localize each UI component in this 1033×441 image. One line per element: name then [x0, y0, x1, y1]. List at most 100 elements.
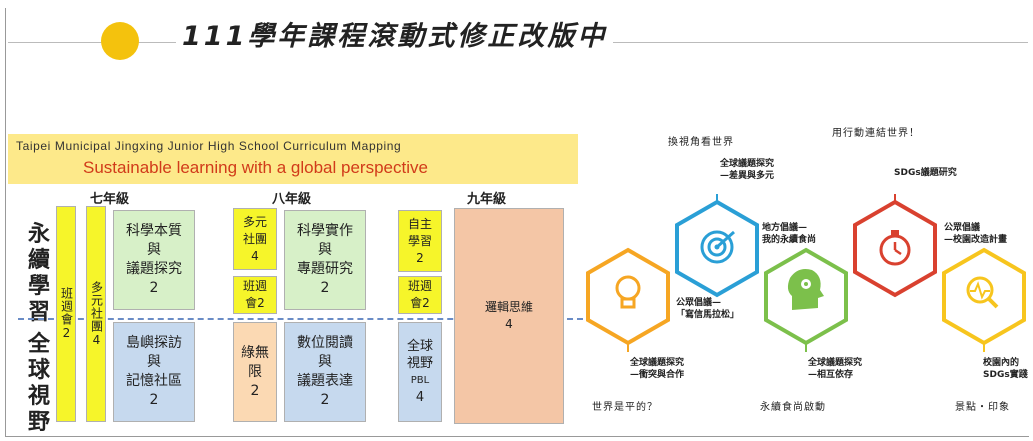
g7-class-meeting: 班週會2: [56, 206, 76, 422]
node-letter-marathon-l1: 公眾倡議—: [676, 298, 722, 308]
node-letter-marathon: 公眾倡議— 「寫信馬拉松」: [676, 297, 739, 321]
head-gears-icon: [787, 269, 824, 310]
g8-unlimited-l1: 綠無: [241, 344, 269, 361]
node-conflict: 全球議題探究 —衝突與合作: [630, 357, 684, 381]
g9-global-l4: 4: [415, 390, 425, 405]
node-campus-plan-l2: —校園改造計畫: [944, 235, 1008, 245]
g9-class-meeting-l1: 班週: [407, 279, 432, 293]
g7-science-l4: 2: [149, 280, 159, 296]
g8-digital-box: 數位閱讀 與 議題表達 2: [284, 322, 366, 422]
label-act-connect: 用行動連結世界！: [832, 128, 920, 139]
g7-science-l3: 議題探究: [126, 261, 182, 277]
magnifier-icon: [966, 276, 999, 309]
grade-8-heading: 八年級: [272, 192, 312, 207]
g8-class-meeting-box: 班週 會2: [233, 276, 277, 314]
g8-science-l2: 與: [318, 242, 332, 258]
hexagon-yellow: [942, 247, 1026, 346]
target-icon: [700, 230, 735, 264]
stopwatch-icon: [879, 230, 911, 266]
g9-self-study-l3: 2: [416, 250, 424, 265]
g7-island-l2: 與: [147, 354, 161, 370]
node-local-advocacy-l1: 地方倡議—: [762, 223, 808, 233]
node-campus-plan-l1: 公眾倡議: [944, 223, 981, 233]
g8-club-l3: 4: [251, 248, 259, 263]
hexagon-orange: [586, 247, 670, 346]
g9-self-study-l1: 自主: [407, 216, 432, 231]
g7-class-meeting-text: 班週會2: [59, 287, 74, 341]
g7-club: 多元社團4: [86, 206, 106, 422]
side-label-sustainable-text: 永續學習: [27, 222, 50, 325]
node-interdependence-l1: 全球議題探究: [808, 358, 863, 368]
node-campus-plan: 公眾倡議 —校園改造計畫: [944, 222, 1007, 246]
side-label-global: 全球視野: [26, 332, 52, 436]
g8-science-l1: 科學實作: [297, 223, 353, 239]
g8-club-l2: 社團: [242, 231, 267, 246]
node-conflict-l2: —衝突與合作: [630, 370, 685, 380]
g8-science-box: 科學實作 與 專題研究 2: [284, 210, 366, 310]
g9-logic-l1: 邏輯思維: [484, 300, 533, 314]
g8-digital-l2: 與: [318, 354, 332, 370]
g8-science-l4: 2: [320, 280, 330, 296]
g9-global-l3: PBL: [410, 375, 430, 386]
node-diversity: 全球議題探究 —差異與多元: [720, 158, 774, 182]
banner-line-2: Sustainable learning with a global persp…: [83, 158, 428, 177]
page-title: 111學年課程滾動式修正改版中: [176, 14, 614, 53]
node-local-advocacy: 地方倡議— 我的永續食尚: [762, 222, 816, 246]
hexagon-red: [853, 199, 937, 298]
label-change-perspective: 換視角看世界: [668, 137, 734, 148]
g8-unlimited-l2: 限: [248, 363, 262, 380]
node-interdependence-l2: —相互依存: [808, 370, 854, 380]
banner-line-1: Taipei Municipal Jingxing Junior High Sc…: [16, 139, 402, 153]
g9-global-box: 全球 視野 PBL 4: [398, 322, 442, 422]
g7-island-l4: 2: [149, 392, 159, 408]
g7-science-l1: 科學本質: [126, 223, 182, 239]
content-frame: [5, 8, 1029, 437]
g8-club-box: 多元 社團 4: [233, 208, 277, 270]
node-campus-sdgs-l1: 校園內的: [983, 358, 1020, 368]
label-world-flat: 世界是平的？: [592, 402, 658, 413]
g9-global-l2: 視野: [406, 356, 433, 371]
g8-digital-l4: 2: [320, 392, 330, 408]
node-campus-sdgs: 校園內的 SDGs實踐: [983, 357, 1028, 381]
g7-island-l1: 島嶼探訪: [126, 335, 182, 351]
side-label-sustainable: 永續學習: [26, 222, 52, 326]
g9-logic-l2: 4: [505, 317, 513, 331]
g9-self-study-l2: 學習: [407, 233, 432, 248]
curriculum-banner: Taipei Municipal Jingxing Junior High Sc…: [8, 134, 578, 184]
g8-digital-l3: 議題表達: [297, 373, 353, 389]
g9-self-study-box: 自主 學習 2: [398, 210, 442, 272]
g8-class-meeting-l1: 班週: [242, 279, 267, 293]
node-interdependence: 全球議題探究 —相互依存: [808, 357, 862, 381]
node-campus-sdgs-l2: SDGs實踐: [983, 370, 1028, 380]
node-sdgs-research-l1: SDGs議題研究: [894, 168, 957, 178]
grade-7-heading: 七年級: [90, 192, 130, 207]
label-sustainable-food: 永續食尚啟動: [760, 402, 826, 413]
node-letter-marathon-l2: 「寫信馬拉松」: [676, 310, 740, 320]
grade-9-heading: 九年級: [467, 192, 507, 207]
g7-science-box: 科學本質 與 議題探究 2: [113, 210, 195, 310]
g7-island-l3: 記憶社區: [126, 373, 182, 389]
g9-global-l1: 全球: [406, 339, 433, 354]
sun-circle-icon: [101, 22, 139, 60]
hexagon-blue: [675, 199, 759, 298]
g8-unlimited-l3: 2: [250, 382, 260, 399]
g7-club-text: 多元社團4: [89, 280, 104, 348]
node-local-advocacy-l2: 我的永續食尚: [762, 235, 817, 245]
g8-club-l1: 多元: [242, 214, 267, 229]
sdg-hexagon-diagram: [586, 194, 1026, 352]
node-diversity-l2: —差異與多元: [720, 171, 775, 181]
divider-dashed: [18, 318, 583, 320]
label-scenic-impression: 景點・印象: [955, 402, 1010, 413]
g9-class-meeting-box: 班週 會2: [398, 276, 442, 314]
node-diversity-l1: 全球議題探究: [720, 159, 775, 169]
g9-class-meeting-l2: 會2: [410, 296, 430, 310]
g8-class-meeting-l2: 會2: [245, 296, 265, 310]
g7-science-l2: 與: [147, 242, 161, 258]
lightbulb-icon: [615, 275, 641, 309]
g9-logic-box: 邏輯思維 4: [454, 208, 564, 424]
node-conflict-l1: 全球議題探究: [630, 358, 685, 368]
side-label-global-text: 全球視野: [27, 332, 50, 435]
node-sdgs-research: SDGs議題研究: [894, 167, 957, 179]
g8-digital-l1: 數位閱讀: [297, 335, 353, 351]
g8-science-l3: 專題研究: [297, 261, 353, 277]
